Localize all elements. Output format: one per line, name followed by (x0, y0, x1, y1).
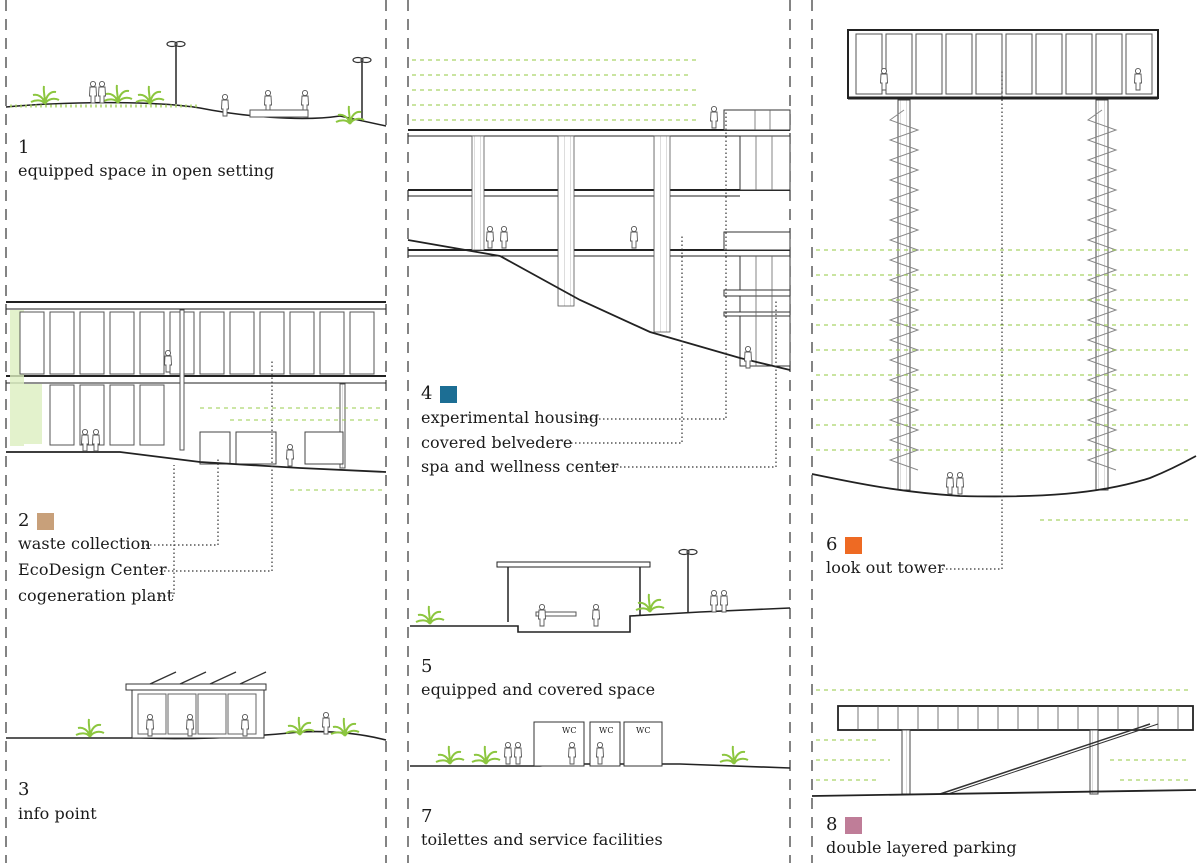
section-4-number: 4 (421, 384, 458, 404)
section-1-number: 1 (18, 137, 30, 158)
section-3-number: 3 (18, 779, 30, 800)
section-8-title: double layered parking (826, 838, 1017, 857)
wc-sign-3: WC (636, 726, 651, 735)
waste-color-swatch (37, 512, 55, 530)
spa-wellness-label: spa and wellness center (421, 457, 619, 476)
section-7-drawing (410, 721, 791, 769)
section-8-number: 8 (826, 815, 863, 835)
cogeneration-plant-label: cogeneration plant (18, 586, 174, 605)
section-5-number: 5 (421, 656, 433, 677)
section-6-title: look out tower (826, 558, 945, 577)
housing-color-swatch (440, 385, 458, 403)
tower-color-swatch (845, 536, 863, 554)
section-4-drawing (407, 59, 791, 468)
section-7-number: 7 (421, 806, 433, 827)
section-6-number: 6 (826, 535, 863, 555)
wc-sign-1: WC (562, 726, 577, 735)
waste-collection-label: waste collection (18, 534, 151, 553)
experimental-housing-label: experimental housing (421, 408, 600, 427)
wc-sign-2: WC (599, 726, 614, 735)
section-3-title: info point (18, 804, 97, 823)
section-5-title: equipped and covered space (421, 680, 656, 699)
section-1-title: equipped space in open setting (18, 161, 275, 180)
section-3-drawing (6, 671, 387, 741)
section-2-number: 2 (18, 511, 55, 531)
section-2-drawing (6, 301, 387, 597)
ecodesign-center-label: EcoDesign Center (18, 560, 167, 579)
section-1-drawing (5, 40, 387, 127)
covered-belvedere-label: covered belvedere (421, 433, 573, 452)
parking-color-swatch (845, 816, 863, 834)
section-5-drawing (410, 548, 791, 633)
section-7-title: toilettes and service facilities (421, 830, 663, 849)
section-6-drawing (811, 29, 1197, 570)
section-8-drawing (811, 689, 1197, 797)
